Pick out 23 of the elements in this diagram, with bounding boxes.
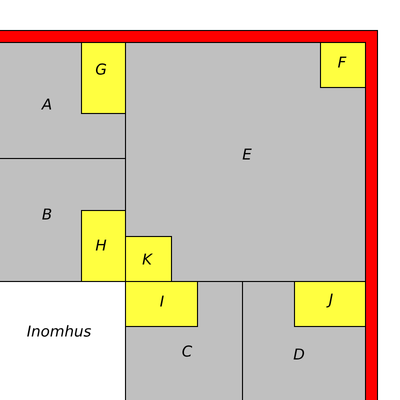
room-label: C bbox=[182, 344, 192, 360]
room-area bbox=[0, 158, 126, 282]
marked-area bbox=[294, 281, 366, 327]
room-label: D bbox=[293, 348, 305, 362]
room-area bbox=[125, 281, 243, 400]
marked-area bbox=[320, 41, 366, 88]
area-label: K bbox=[142, 252, 152, 268]
area-label: J bbox=[328, 292, 334, 308]
room-area bbox=[0, 41, 126, 159]
marked-area bbox=[81, 41, 126, 114]
room-area bbox=[242, 281, 366, 400]
area-label: H bbox=[95, 238, 107, 254]
area-label: F bbox=[338, 56, 346, 70]
marked-area bbox=[125, 281, 198, 327]
room-label: A bbox=[42, 98, 52, 112]
marked-area bbox=[125, 236, 172, 282]
room-label: E bbox=[242, 148, 252, 162]
area-label: I bbox=[160, 294, 164, 310]
room-area bbox=[125, 41, 366, 282]
room-label: B bbox=[42, 208, 52, 222]
marked-area bbox=[81, 210, 126, 282]
area-label: G bbox=[95, 62, 107, 78]
area-name: Inomhus bbox=[26, 324, 92, 340]
